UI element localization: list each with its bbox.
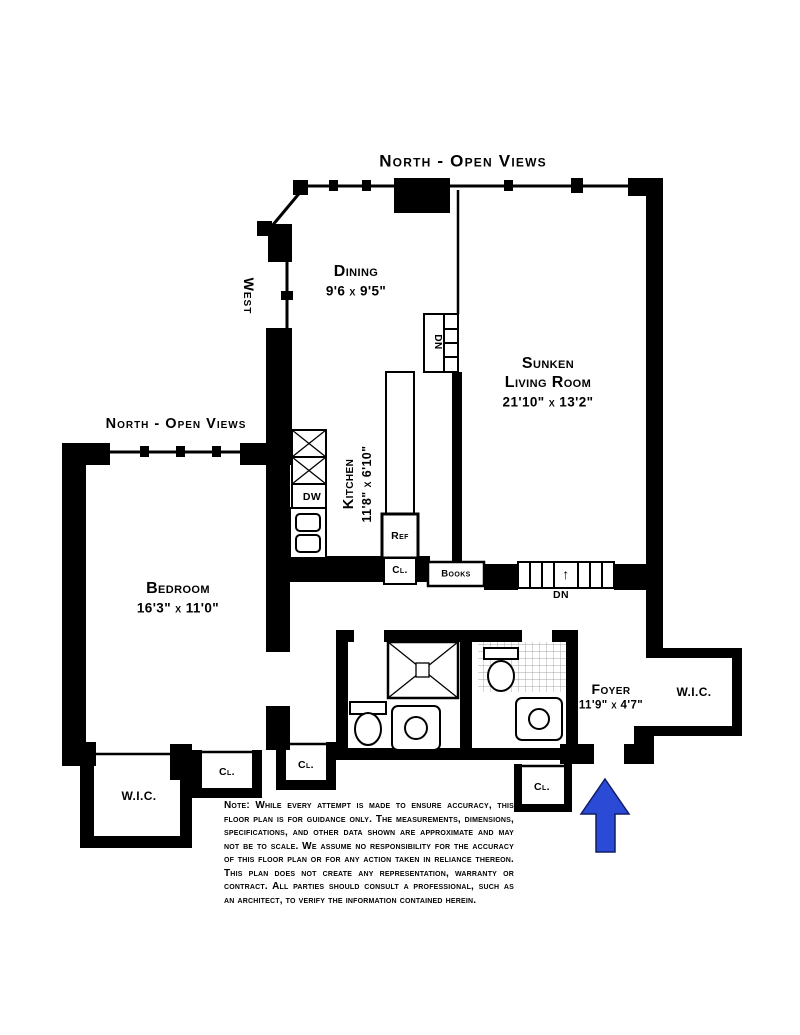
living-room-label-line2: Living Room bbox=[504, 374, 592, 391]
north-open-views-label-left: North - Open Views bbox=[105, 415, 247, 432]
closet-label-bedroom-1: Cl. bbox=[219, 765, 235, 778]
sink-right bbox=[515, 697, 563, 741]
closet-label-bedroom-2: Cl. bbox=[298, 758, 314, 771]
dishwasher-label: DW bbox=[302, 490, 322, 503]
foyer-dimensions: 11'9" x 4'7" bbox=[578, 699, 644, 712]
living-room-dimensions: 21'10" x 13'2" bbox=[502, 394, 594, 410]
living-room-label-line1: Sunken bbox=[521, 355, 575, 372]
books-label: Books bbox=[441, 568, 471, 580]
bookshelf bbox=[426, 560, 486, 588]
kitchen-label: Kitchen bbox=[341, 458, 357, 510]
upper-stairs bbox=[423, 313, 459, 373]
stairs-dn-label-upper: DN bbox=[432, 334, 443, 350]
refrigerator-label: Ref bbox=[391, 529, 409, 542]
entry-arrow-icon bbox=[579, 777, 631, 853]
windows bbox=[108, 184, 630, 454]
stairs-dn-label-lower: DN bbox=[553, 588, 569, 601]
toilet-left bbox=[349, 701, 387, 746]
stair-up-arrow-icon: ↑ bbox=[562, 566, 570, 582]
bedroom-dimensions: 16'3" x 11'0" bbox=[136, 600, 220, 616]
lower-stairs bbox=[517, 561, 615, 589]
sink-left bbox=[391, 705, 441, 751]
stove-hatch bbox=[291, 429, 327, 485]
foyer-label: Foyer bbox=[591, 681, 631, 697]
toilet-right bbox=[483, 647, 519, 692]
disclaimer-note: Note: While every attempt is made to ens… bbox=[224, 800, 514, 906]
closet-label-kitchen: Cl. bbox=[392, 565, 408, 576]
partition-lines bbox=[96, 190, 564, 768]
dining-room-dimensions: 9'6 x 9'5" bbox=[325, 283, 387, 299]
kitchen-label-block: Kitchen 11'8" x 6'10" bbox=[340, 446, 376, 523]
closet-label-foyer: Cl. bbox=[534, 780, 550, 793]
north-open-views-label-top: North - Open Views bbox=[379, 151, 547, 171]
shower bbox=[386, 640, 460, 700]
kitchen-dimensions: 11'8" x 6'10" bbox=[360, 445, 374, 523]
bedroom-label: Bedroom bbox=[146, 580, 210, 597]
dining-room-label: Dining bbox=[333, 263, 379, 280]
west-label: West bbox=[241, 277, 257, 315]
wic-label-right: W.I.C. bbox=[676, 685, 712, 699]
wic-label-left: W.I.C. bbox=[121, 789, 157, 803]
